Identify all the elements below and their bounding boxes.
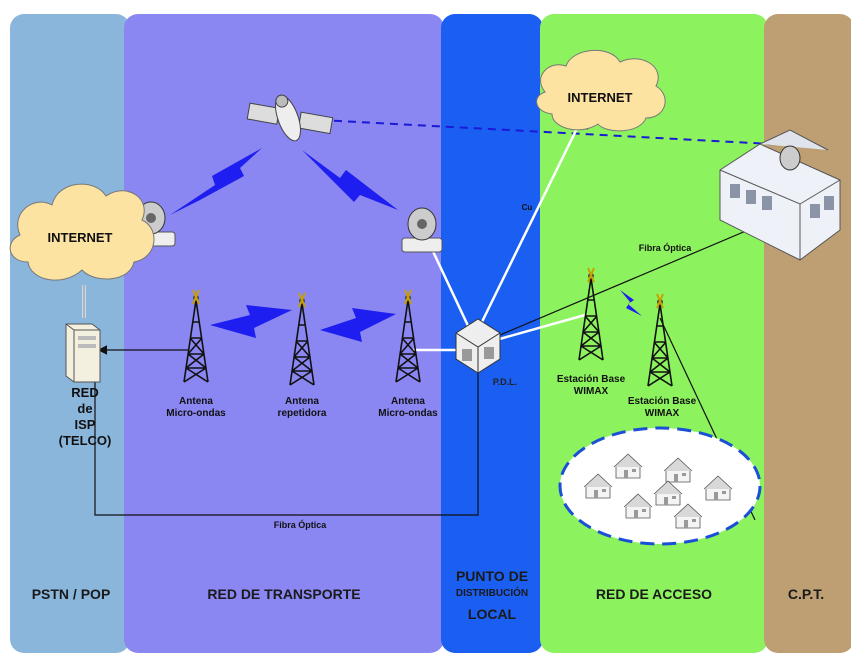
satellite-link-dashed [319,119,791,146]
wimax2-label-1: Estación Base [627,396,697,407]
cloud-icon [9,183,155,281]
radio-link-sat-right [302,150,398,210]
band-title-transport: RED DE TRANSPORTE [207,586,361,602]
houses-coverage-area [558,426,762,546]
tower-icon [578,267,604,361]
fibra-optica-loop [90,349,479,516]
antenna2-label-1: Antena [285,396,319,407]
dish-icon [401,207,443,253]
band-title-cpt: C.P.T. [787,586,825,602]
wimax2-label-2: WIMAX [644,408,680,419]
tower-icon [289,292,315,386]
radio-link-mw-1 [210,305,292,338]
internet-left-label: INTERNET [47,230,113,245]
link-dish-pdl [428,244,472,331]
band-title-access: RED DE ACCESO [595,586,713,602]
internet-top-label: INTERNET [567,90,633,105]
tower-icon [395,289,421,383]
band-title-pdl-2: DISTRIBUCIÓN [455,588,529,599]
link-pdl-internet [476,112,585,331]
tower-icon [647,293,673,387]
cu-label: Cu [521,203,533,212]
radio-link-mw-2 [320,308,396,342]
pdl-label: P.D.L. [492,377,518,387]
building-icon [719,129,841,261]
radio-link-sat-left [170,148,262,215]
band-cpt [764,14,851,653]
cloud-icon [536,49,666,132]
wimax1-label-2: WIMAX [573,386,609,397]
fibra-optica-top-label: Fibra Óptica [638,243,692,253]
satellite-icon [246,94,334,142]
isp-label-2: de [77,401,93,416]
band-title-pdl-1: PUNTO DE [455,568,529,584]
band-title-pdl-3: LOCAL [467,606,517,622]
antenna1-label-1: Antena [179,396,213,407]
link-pdl-building [499,224,761,336]
router-icon [455,318,501,374]
fibra-optica-bottom-label: Fibra Óptica [273,520,327,530]
isp-label-1: RED [71,385,99,400]
antenna1-label-2: Micro-ondas [166,408,226,419]
server-icon [65,323,101,383]
wimax1-label-1: Estación Base [556,374,626,385]
tower-icon [183,289,209,383]
link-pdl-wimax [495,313,586,342]
isp-label-4: (TELCO) [58,433,112,448]
isp-label-3: ISP [74,417,96,432]
antenna2-label-2: repetidora [277,408,327,419]
antenna3-label-2: Micro-ondas [378,408,438,419]
radio-link-wimax [620,290,642,316]
antenna3-label-1: Antena [391,396,425,407]
band-title-pstn: PSTN / POP [31,586,111,602]
